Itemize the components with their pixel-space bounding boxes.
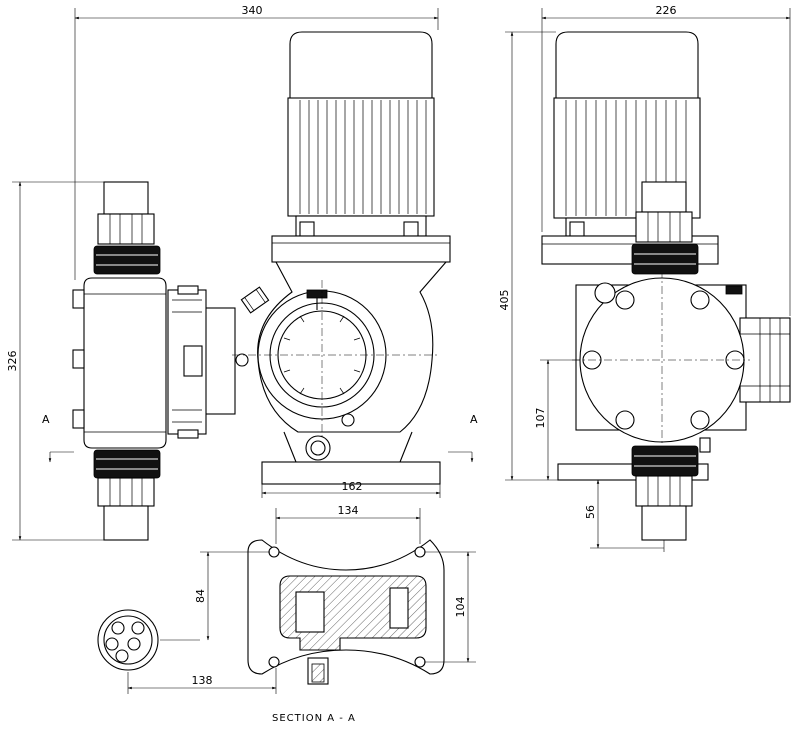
front-motor	[271, 31, 451, 263]
dim-label-104: 104	[454, 597, 467, 618]
side-bottom-valve	[557, 445, 709, 541]
section-marker-left-label: A	[42, 413, 50, 426]
side-top-valve	[631, 181, 699, 275]
dim-label-340: 340	[242, 4, 263, 17]
dim-side-port-height: 56	[584, 479, 665, 552]
dim-front-width: 340	[74, 4, 439, 280]
section-marker-right: A	[448, 413, 478, 463]
dim-side-center-height: 107	[534, 359, 580, 481]
dim-label-405: 405	[498, 290, 511, 311]
dim-section-height: 104	[424, 551, 476, 663]
dim-front-height: 326	[6, 181, 104, 541]
front-view: 340 326 162 A A	[6, 4, 478, 541]
dim-label-226: 226	[656, 4, 677, 17]
dim-label-84: 84	[194, 589, 207, 603]
dim-label-138: 138	[192, 674, 213, 687]
front-top-valve	[93, 181, 161, 275]
dim-label-107: 107	[534, 408, 547, 429]
dim-section-width: 134	[275, 504, 421, 544]
front-pump-head	[72, 277, 236, 449]
section-title: SECTION A - A	[272, 713, 356, 724]
side-pump-body	[572, 270, 791, 453]
dim-section-offset-h: 138	[127, 668, 277, 694]
section-marker-left: A	[42, 413, 74, 463]
dim-side-width: 226	[541, 4, 791, 316]
side-view: 226 405 107 56	[498, 4, 791, 552]
dim-base-width: 162	[261, 480, 441, 498]
front-bottom-valve	[93, 449, 161, 541]
dim-label-56: 56	[584, 505, 597, 519]
front-gearbox	[235, 261, 448, 485]
dim-label-162: 162	[342, 480, 363, 493]
section-marker-right-label: A	[470, 413, 478, 426]
dim-label-326: 326	[6, 351, 19, 372]
dim-label-134: 134	[338, 504, 359, 517]
dim-section-offset-v: 84	[160, 551, 270, 641]
section-view: 134 104 84 138 SECTION A - A	[97, 504, 476, 724]
